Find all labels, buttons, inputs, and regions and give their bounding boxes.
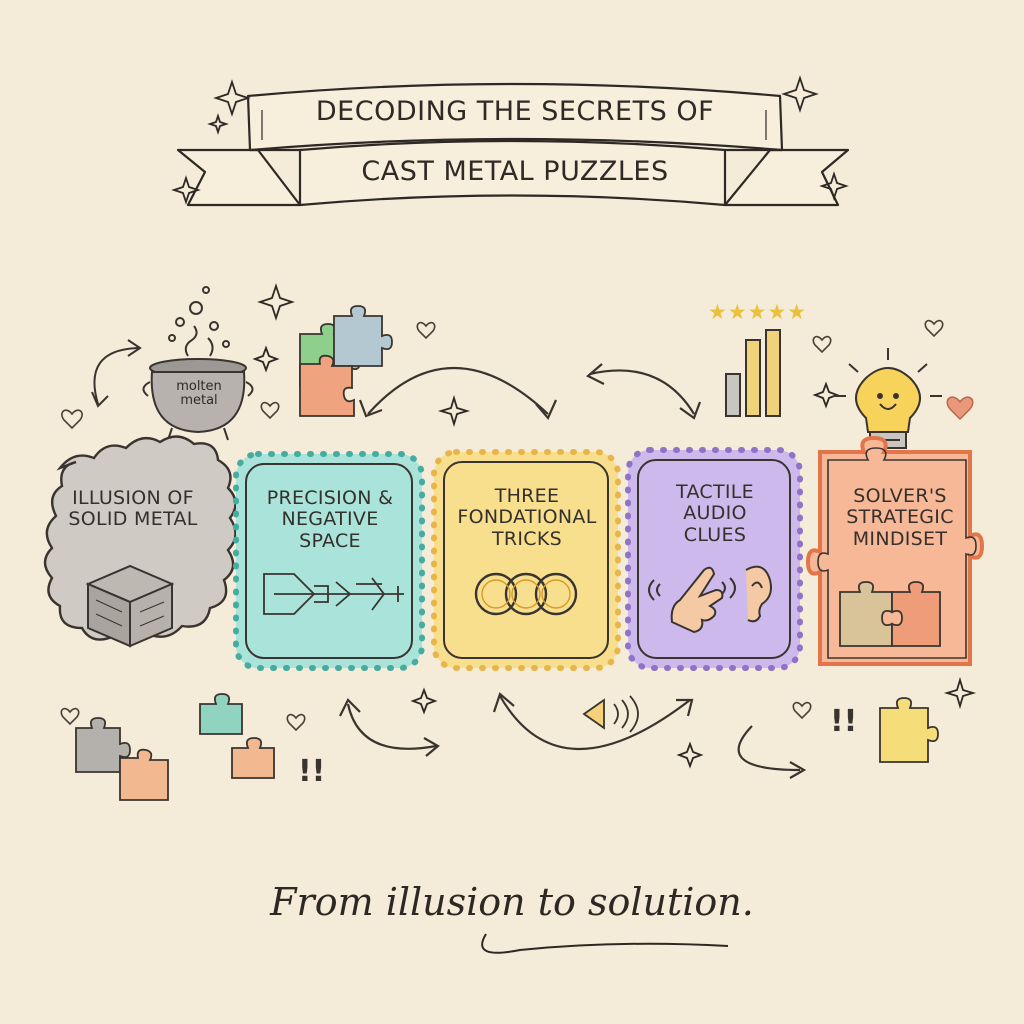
card-label-mindset: Solver's Strategic Mindiset <box>846 485 954 550</box>
hand-ear-icon <box>648 565 772 634</box>
card-illusion <box>43 435 237 648</box>
card-tricks <box>431 449 621 671</box>
curved-arrow <box>737 725 801 772</box>
card-label-tactile: Tactile Audio Clues <box>676 481 754 546</box>
rings-icon <box>474 572 578 616</box>
exclamation-marks: !! <box>830 704 858 739</box>
lightbulb-icon <box>834 348 942 449</box>
cauldron-icon <box>142 286 254 441</box>
card-label-tricks: Three Fondational Tricks <box>457 485 597 550</box>
title-line-2: Cast Metal Puzzles <box>361 156 669 187</box>
curved-arrow <box>499 695 691 751</box>
tagline: From illusion to solution. <box>270 880 754 924</box>
curved-arrow <box>589 369 695 415</box>
title-banner <box>176 82 850 207</box>
card-tactile <box>625 447 803 671</box>
star-rating: ★★★★★ <box>708 300 808 324</box>
curved-arrow <box>93 347 139 405</box>
cauldron-label: molten metal <box>176 379 222 408</box>
heart-icon-filled <box>946 396 974 420</box>
puzzle-piece-icons <box>75 693 939 801</box>
card-label-illusion: Illusion of solid metal <box>68 487 198 531</box>
puzzle-piece-icons <box>299 305 393 417</box>
curved-arrow <box>346 703 437 750</box>
exclamation-marks: !! <box>298 754 326 789</box>
arrowhead <box>127 339 142 357</box>
title-line-1: Decoding the Secrets of <box>315 96 715 127</box>
heart-icons <box>60 319 944 732</box>
sparkle-icons <box>171 75 977 769</box>
cube-icon <box>85 564 175 648</box>
curved-arrow <box>367 366 549 415</box>
tagline-underline <box>481 933 729 954</box>
card-precision <box>233 451 425 671</box>
bar-chart-icon <box>725 329 781 417</box>
blueprint-icon <box>263 573 404 615</box>
card-label-precision: Precision & Negative Space <box>266 487 394 552</box>
card-mindset <box>805 435 985 666</box>
puzzle-pieces-icon <box>839 581 941 647</box>
speaker-icon <box>582 695 639 733</box>
